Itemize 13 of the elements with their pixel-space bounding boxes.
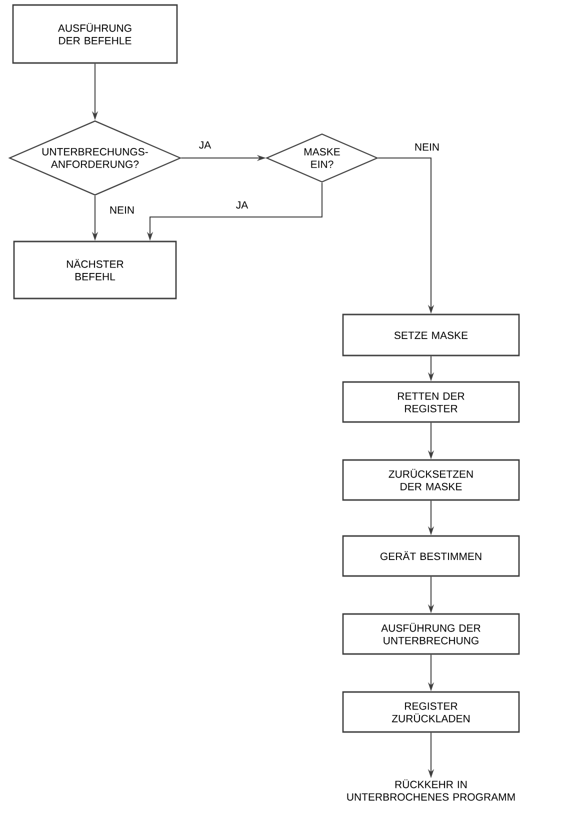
edge-label: NEIN (108, 205, 136, 215)
process-box: RETTEN DER REGISTER (342, 381, 520, 423)
edge-label: JA (234, 200, 250, 210)
process-box: ZURÜCKSETZEN DER MASKE (342, 459, 520, 501)
edge-label: JA (198, 140, 212, 150)
process-box: GERÄT BESTIMMEN (342, 535, 520, 577)
process-box: REGISTER ZURÜCKLADEN (342, 691, 520, 733)
process-box: NÄCHSTER BEFEHL (13, 240, 177, 300)
process-box: SETZE MASKE (342, 314, 520, 356)
process-box: AUSFÜHRUNG DER BEFEHLE (12, 4, 178, 64)
process-box: AUSFÜHRUNG DER UNTERBRECHUNG (342, 613, 520, 655)
end-text: RÜCKKEHR IN UNTERBROCHENES PROGRAMM (347, 779, 515, 801)
edge-label: NEIN (413, 142, 441, 152)
